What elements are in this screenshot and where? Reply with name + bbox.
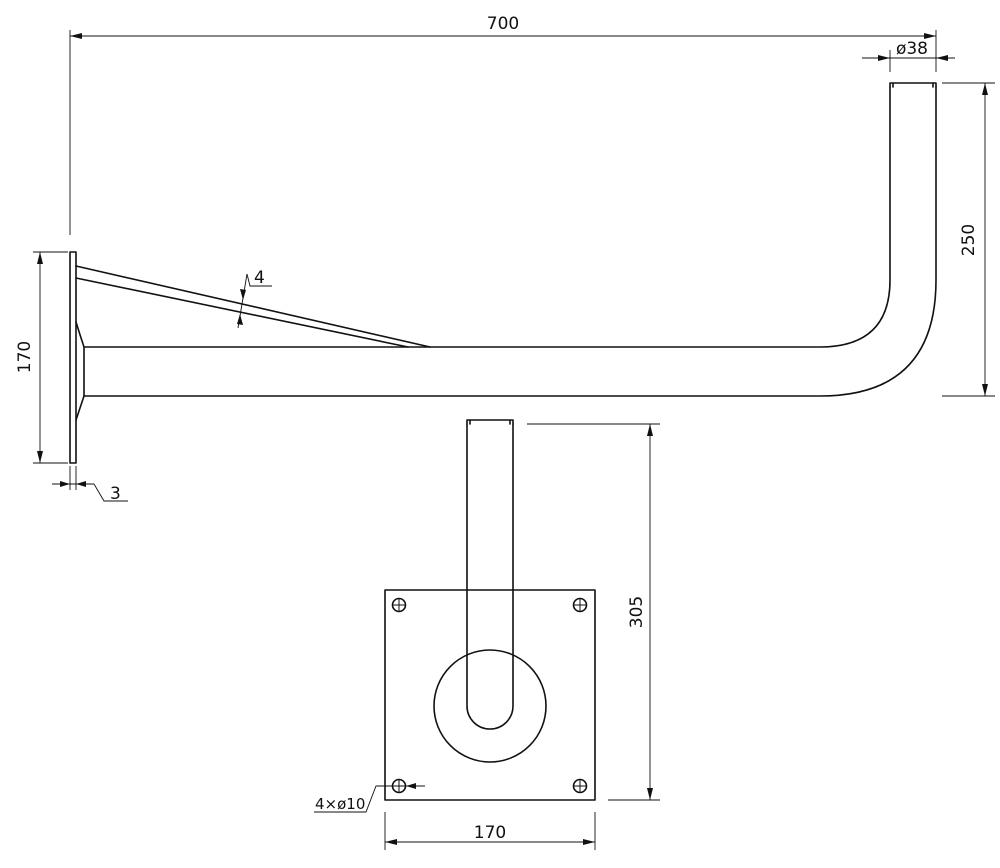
mounting-hole xyxy=(391,778,407,794)
dim-mounting-holes: 4×ø10 xyxy=(314,783,425,813)
mounting-holes-label: 4×ø10 xyxy=(315,795,365,813)
base-plate-width-label: 170 xyxy=(474,823,506,843)
dim-tube-diameter: ø38 xyxy=(862,39,955,72)
vertical-leg-length-label: 305 xyxy=(627,596,647,628)
weld-fillet xyxy=(75,321,85,421)
flange-plate xyxy=(69,251,77,464)
dim-gusset-thickness: 4 xyxy=(237,268,272,329)
leg-end-cap xyxy=(466,419,514,425)
weld-ring xyxy=(433,649,547,763)
gusset-strut xyxy=(75,265,431,348)
dim-vertical-leg-length: 305 xyxy=(527,423,660,801)
vertical-leg-tube xyxy=(466,423,514,730)
dim-overall-length: 700 xyxy=(69,14,937,235)
mounting-hole xyxy=(572,778,588,794)
tube-diameter-label: ø38 xyxy=(896,39,928,59)
mounting-hole xyxy=(391,597,407,613)
overall-length-label: 700 xyxy=(487,14,519,34)
tube-end-cap xyxy=(889,82,937,88)
side-view xyxy=(69,82,937,464)
dim-flange-thickness: 3 xyxy=(52,466,128,504)
dim-flange-height: 170 xyxy=(15,251,68,464)
dim-base-plate-width: 170 xyxy=(384,812,596,850)
base-plate xyxy=(384,589,596,801)
flange-height-label: 170 xyxy=(15,341,35,373)
mounting-hole xyxy=(572,597,588,613)
gusset-thickness-label: 4 xyxy=(254,268,265,288)
bracket-arm-tube xyxy=(83,86,937,397)
front-view xyxy=(384,419,596,801)
flange-thickness-label: 3 xyxy=(110,484,121,504)
vertical-rise-label: 250 xyxy=(959,224,979,256)
dim-vertical-rise: 250 xyxy=(942,82,995,397)
